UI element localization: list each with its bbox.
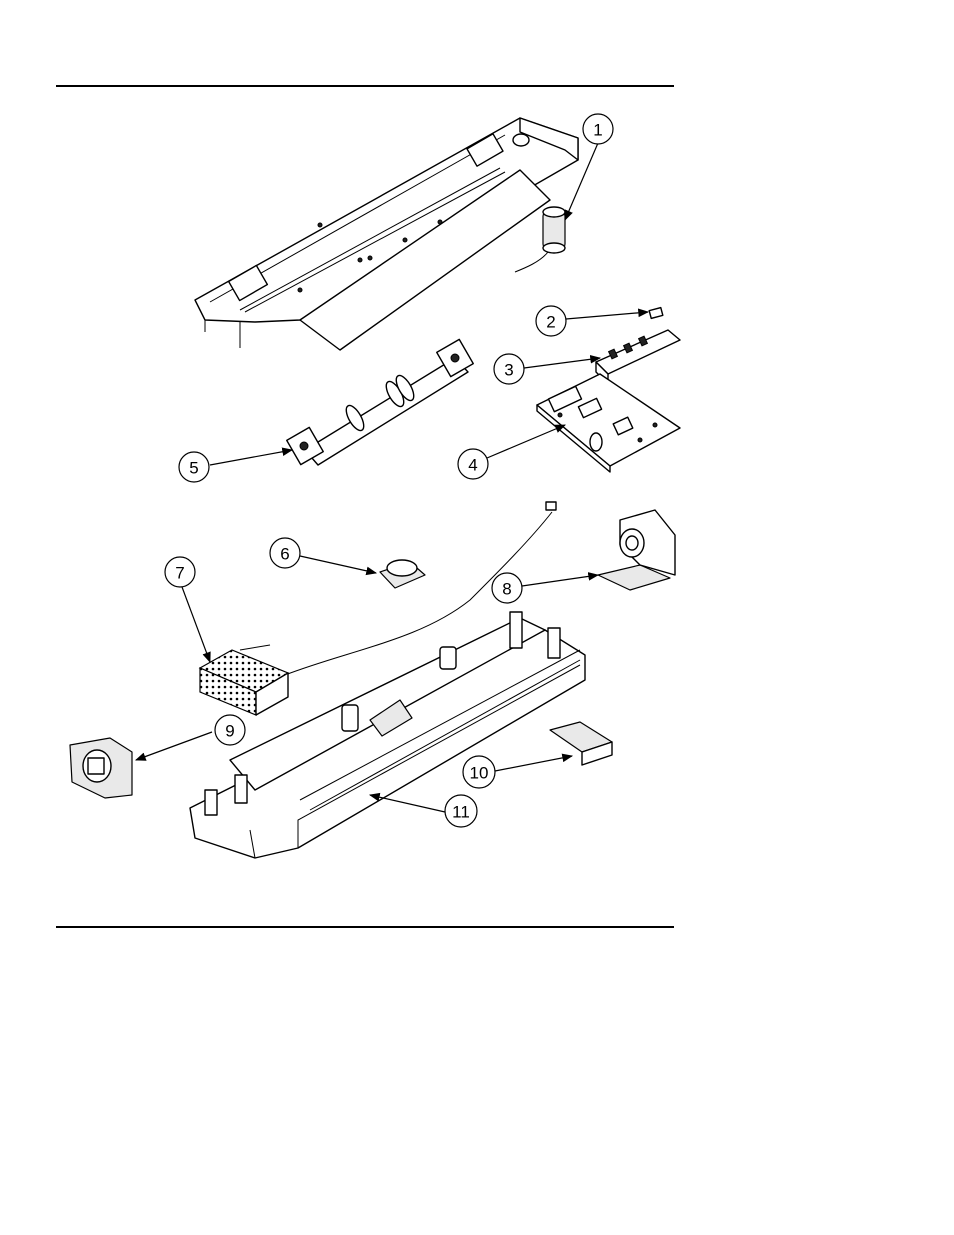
callout-3-label: 3 [504,361,513,380]
callout-11-label: 11 [452,803,470,822]
callout-10: 10 [463,756,495,788]
callout-1: 1 [583,114,613,144]
callout-2: 2 [536,306,566,336]
callout-1-label: 1 [593,121,602,140]
callout-11: 11 [445,795,477,827]
callout-9: 9 [215,715,245,745]
callout-8: 8 [492,573,522,603]
callout-7-label: 7 [175,564,184,583]
roller-shaft [287,339,474,465]
callout-4: 4 [458,449,488,479]
circuit-board [537,374,680,472]
callout-6: 6 [270,538,300,568]
callout-7: 7 [165,557,195,587]
callout-5-label: 5 [189,459,198,478]
callout-10-label: 10 [470,764,489,783]
callout-5: 5 [179,452,209,482]
callout-2-label: 2 [546,313,555,332]
small-switch [649,308,663,319]
button-panel [596,330,680,384]
power-supply [200,645,288,715]
callout-9-label: 9 [225,722,234,741]
right-end-bracket [598,510,675,590]
callout-8-label: 8 [502,580,511,599]
left-end-cap [70,738,132,798]
top-cover [195,118,578,350]
callout-6-label: 6 [280,545,289,564]
callout-3: 3 [494,354,524,384]
buzzer [380,560,425,588]
callout-4-label: 4 [468,456,477,475]
